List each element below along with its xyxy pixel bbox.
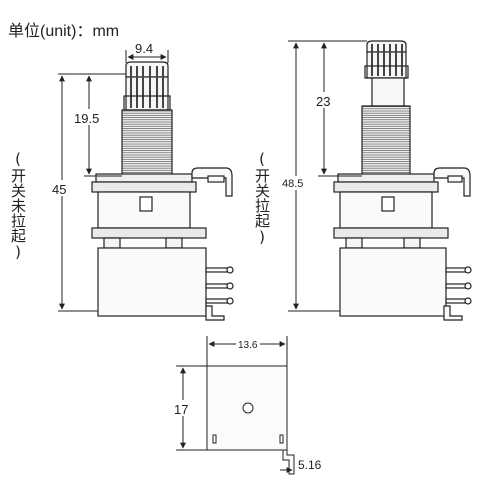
right-knurled-knob <box>364 40 409 79</box>
right-caption: (开关拉起) <box>253 150 271 246</box>
bottom-height-label: 17 <box>174 402 188 417</box>
right-plain-shaft <box>371 77 405 107</box>
left-body-slot <box>139 196 153 212</box>
bottom-side-view <box>206 365 295 475</box>
right-washer <box>333 181 439 193</box>
left-nut <box>95 173 193 183</box>
right-body-slot <box>381 196 395 212</box>
left-threaded-bushing <box>121 109 173 177</box>
right-total-height-label: 48.5 <box>282 178 303 190</box>
left-shaft-length-label: 19.5 <box>74 111 99 126</box>
bottom-pin-offset-label: 5.16 <box>298 458 322 472</box>
right-threaded-bushing <box>361 105 411 177</box>
right-switch-housing <box>339 247 447 317</box>
bottom-housing <box>206 365 288 451</box>
left-width-label: 9.4 <box>135 41 153 56</box>
left-knurled-knob <box>123 61 171 111</box>
left-middle-band <box>91 227 207 239</box>
right-switch-pins <box>445 266 472 305</box>
left-washer <box>91 181 197 193</box>
bottom-mount-hole <box>242 402 254 414</box>
left-switch-housing <box>97 247 207 317</box>
left-top-lug <box>191 167 233 197</box>
right-bottom-lug <box>443 305 463 321</box>
right-middle-band <box>333 227 449 239</box>
left-bottom-lug <box>205 305 225 321</box>
bottom-width-label: 13.6 <box>238 340 258 351</box>
left-caption: (开关未拉起) <box>9 150 27 261</box>
left-switch-pins <box>205 266 234 305</box>
right-potentiometer <box>333 40 472 321</box>
left-potentiometer <box>91 61 234 321</box>
right-shaft-length-label: 23 <box>316 94 330 109</box>
right-top-lug <box>433 167 471 197</box>
right-nut <box>337 173 435 183</box>
unit-label: 单位(unit)：mm <box>8 22 119 40</box>
left-total-height-label: 45 <box>52 182 66 197</box>
